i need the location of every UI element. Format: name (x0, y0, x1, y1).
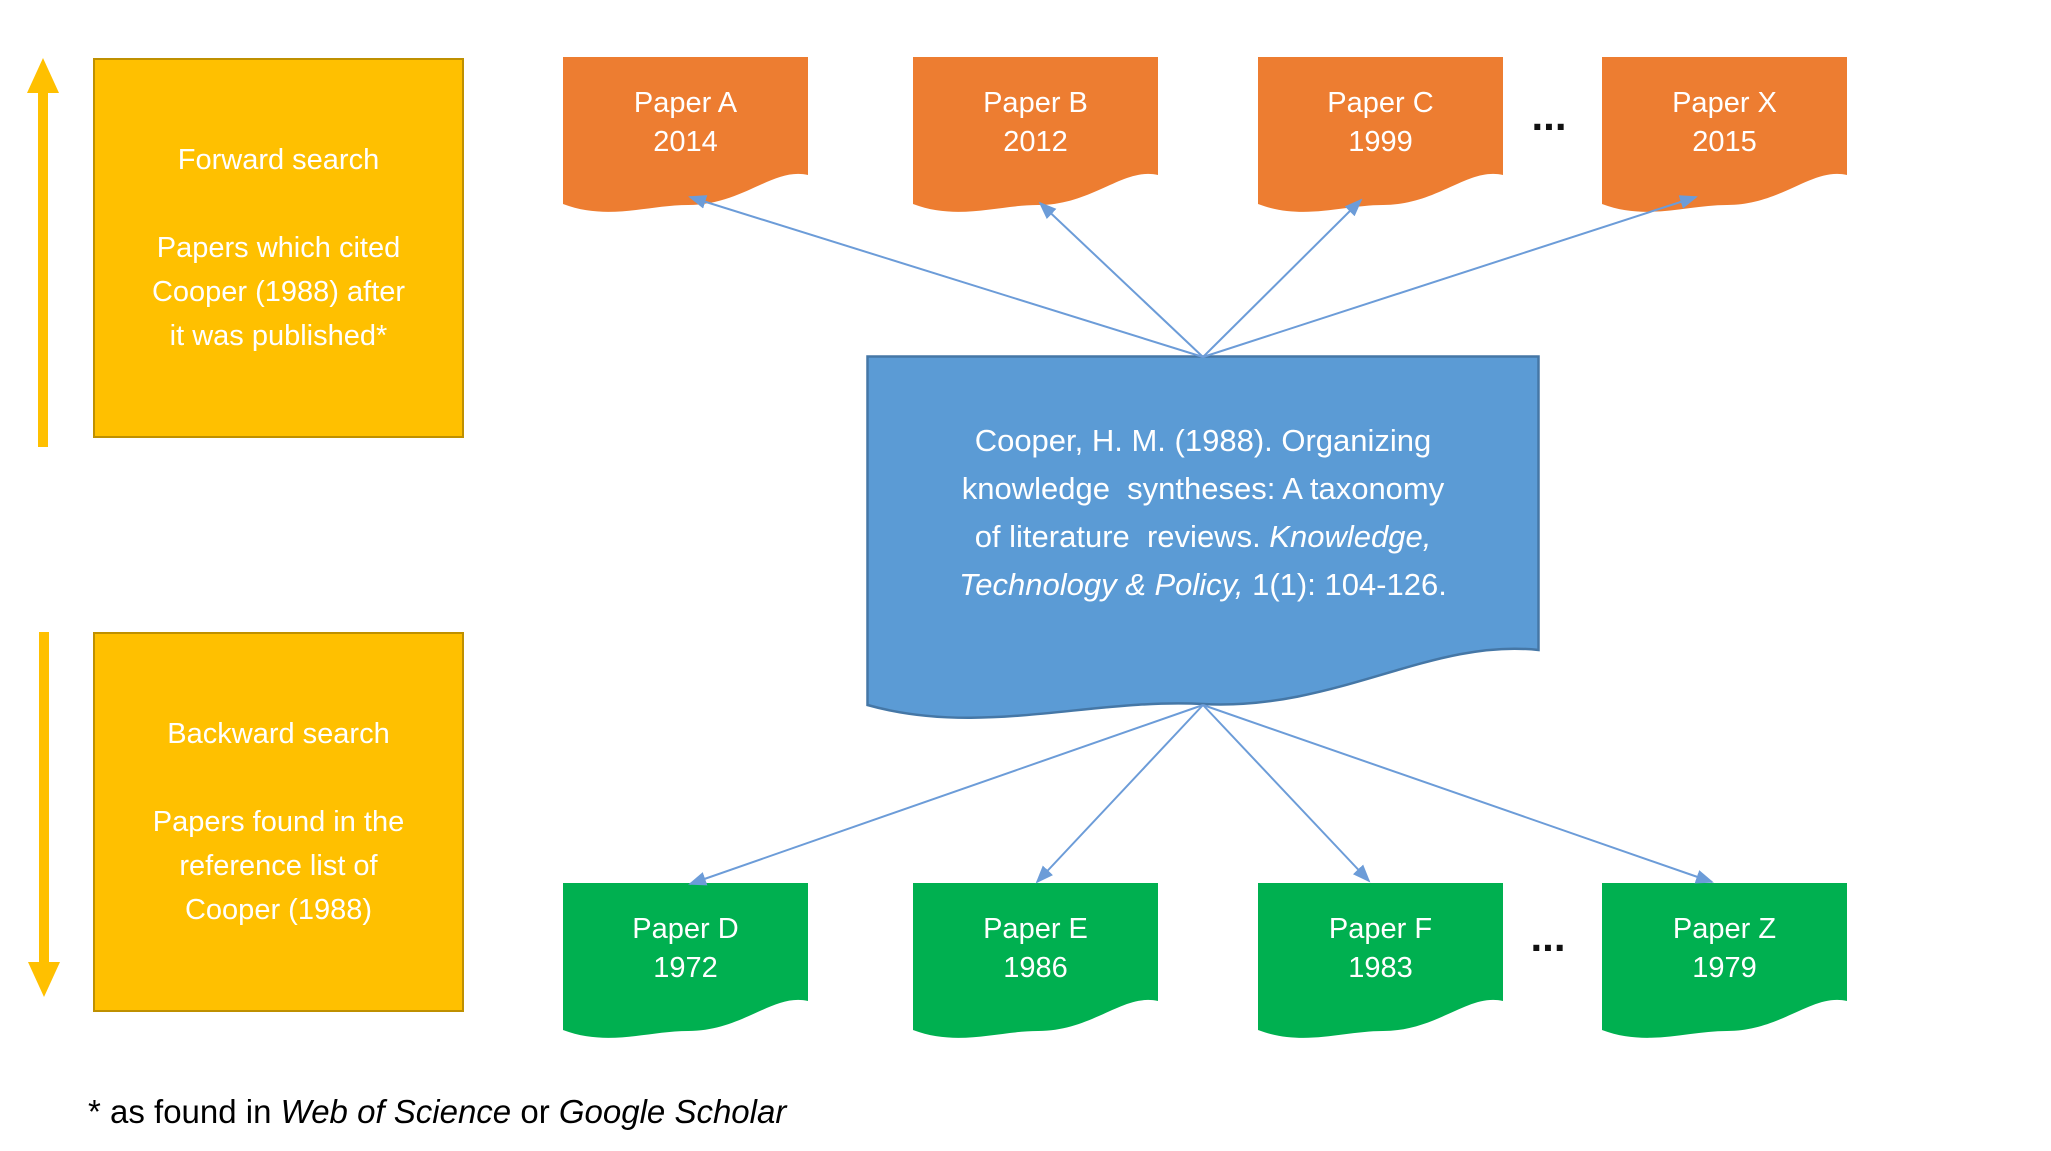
paper-label: Paper C (1327, 87, 1434, 119)
paper-year: 1972 (653, 952, 718, 984)
backward-search-box: Backward search Papers found in the refe… (93, 632, 464, 1012)
document-shape-icon (563, 883, 808, 1038)
footnote-source-google-scholar: Google Scholar (558, 1093, 787, 1130)
reference-arrow-to-paper-d (688, 704, 1204, 886)
paper-label: Paper B (983, 87, 1088, 119)
paper-node-d: Paper D 1972 (563, 883, 808, 1043)
document-shape-icon (913, 883, 1158, 1038)
citation-arrow-to-paper-b (1038, 201, 1204, 358)
paper-label: Paper E (983, 913, 1088, 945)
paper-label: Paper Z (1672, 913, 1777, 945)
paper-node-f: Paper F 1983 (1258, 883, 1503, 1043)
forward-search-title: Forward search (177, 144, 380, 176)
forward-search-box: Forward search Papers which cited Cooper… (93, 58, 464, 438)
reference-arrow-to-paper-f (1202, 704, 1371, 883)
paper-year: 2014 (653, 126, 718, 158)
document-shape-icon (1602, 57, 1847, 212)
paper-year: 1999 (1348, 126, 1413, 158)
paper-node-x: Paper X 2015 (1602, 57, 1847, 217)
paper-year: 1979 (1692, 952, 1757, 984)
paper-node-z: Paper Z 1979 (1602, 883, 1847, 1043)
forward-search-description: Papers which cited Cooper (1988) after i… (151, 232, 406, 352)
reference-arrow-to-paper-e (1035, 704, 1204, 884)
backward-search-title: Backward search (167, 718, 390, 750)
citation-arrow-to-paper-c (1202, 198, 1363, 358)
footnote-prefix: * as found in (88, 1093, 281, 1130)
paper-year: 1983 (1348, 952, 1413, 984)
document-shape-icon (1258, 883, 1503, 1038)
paper-node-a: Paper A 2014 (563, 57, 808, 217)
paper-label: Paper X (1672, 87, 1777, 119)
paper-year: 2012 (1003, 126, 1068, 158)
backward-search-description: Papers found in the reference list of Co… (152, 806, 405, 926)
backward-arrow-icon (28, 632, 60, 997)
document-shape-icon (913, 57, 1158, 212)
forward-arrow-icon (27, 58, 59, 447)
paper-year: 2015 (1692, 126, 1757, 158)
paper-label: Paper A (633, 87, 738, 119)
footnote-middle: or (511, 1093, 559, 1130)
citation-arrow-to-paper-a (688, 195, 1204, 358)
footnote: * as found in Web of Science or Google S… (88, 1090, 786, 1134)
ellipsis-bottom: ... (1530, 913, 1566, 960)
paper-node-c: Paper C 1999 (1258, 57, 1503, 217)
ellipsis-top: ... (1531, 92, 1567, 139)
reference-arrow-to-paper-z (1202, 704, 1714, 884)
footnote-source-web-of-science: Web of Science (280, 1093, 512, 1130)
paper-year: 1986 (1003, 952, 1068, 984)
paper-node-b: Paper B 2012 (913, 57, 1158, 217)
citation-arrow-to-paper-x (1202, 195, 1698, 358)
document-shape-icon (1602, 883, 1847, 1038)
paper-label: Paper D (632, 913, 739, 945)
document-shape-icon (563, 57, 808, 212)
paper-label: Paper F (1328, 913, 1433, 945)
document-shape-icon (1258, 57, 1503, 212)
paper-node-e: Paper E 1986 (913, 883, 1158, 1043)
